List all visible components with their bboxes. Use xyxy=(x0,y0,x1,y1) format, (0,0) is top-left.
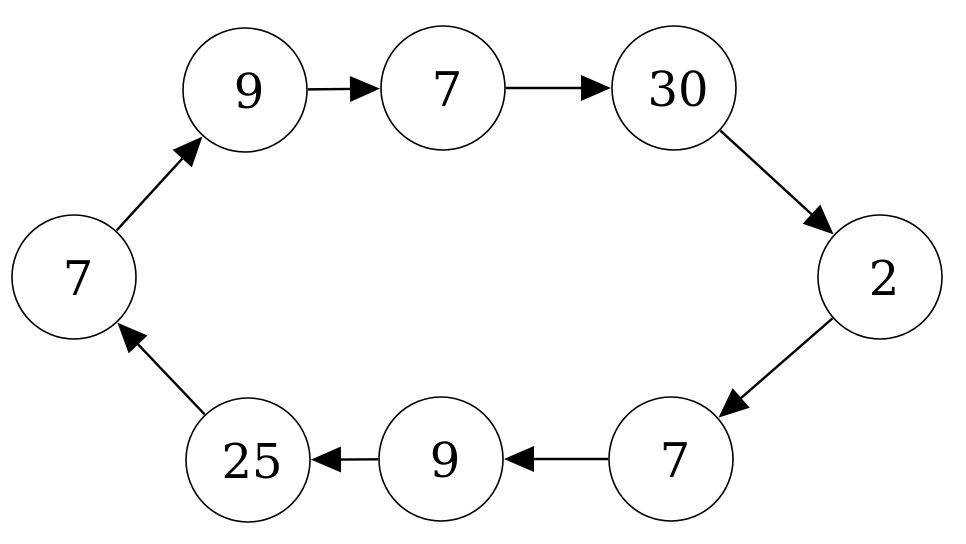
edge-line xyxy=(738,317,834,401)
node-n3: 30 xyxy=(611,25,737,151)
node-n4: 2 xyxy=(817,214,943,340)
edge-n2-n3 xyxy=(506,75,611,101)
edge-line xyxy=(719,129,814,217)
node-label: 7 xyxy=(660,433,691,489)
nodes-layer: 9 7 30 2 7 9 25 7 xyxy=(11,25,943,523)
arrowhead-icon xyxy=(802,204,834,235)
node-label: 9 xyxy=(430,433,461,489)
node-label: 9 xyxy=(234,64,265,120)
node-circle xyxy=(182,27,308,153)
node-circle xyxy=(11,214,137,340)
node-n7: 25 xyxy=(185,397,311,523)
node-n8: 7 xyxy=(11,214,137,340)
edges-layer xyxy=(115,75,834,473)
node-label: 7 xyxy=(63,251,94,307)
edge-n6-n7 xyxy=(310,446,379,473)
node-circle xyxy=(185,397,311,523)
node-n2: 7 xyxy=(380,25,506,151)
node-n1: 9 xyxy=(182,27,308,153)
node-circle xyxy=(380,25,506,151)
node-circle xyxy=(378,396,504,522)
edge-line xyxy=(115,156,185,232)
node-circle xyxy=(817,214,943,340)
arrowhead-icon xyxy=(172,136,203,168)
edge-n8-n1 xyxy=(115,136,203,232)
edge-n3-n4 xyxy=(719,129,834,235)
arrowhead-icon xyxy=(117,322,148,354)
node-n6: 9 xyxy=(378,396,504,522)
arrowhead-icon xyxy=(310,446,342,473)
arrowhead-icon xyxy=(349,75,381,102)
edge-n5-n6 xyxy=(504,446,608,472)
edge-n1-n2 xyxy=(307,75,381,102)
node-label: 25 xyxy=(221,434,282,490)
edge-n7-n8 xyxy=(117,322,206,416)
arrowhead-icon xyxy=(581,75,611,101)
node-label: 30 xyxy=(647,62,708,118)
node-n5: 7 xyxy=(608,396,734,522)
edge-line xyxy=(135,342,206,416)
arrowhead-icon xyxy=(718,388,750,418)
node-circle xyxy=(608,396,734,522)
edge-n4-n5 xyxy=(718,317,834,418)
node-circle xyxy=(611,25,737,151)
node-label: 7 xyxy=(432,62,463,118)
node-label: 2 xyxy=(869,251,900,307)
arrowhead-icon xyxy=(504,446,534,472)
